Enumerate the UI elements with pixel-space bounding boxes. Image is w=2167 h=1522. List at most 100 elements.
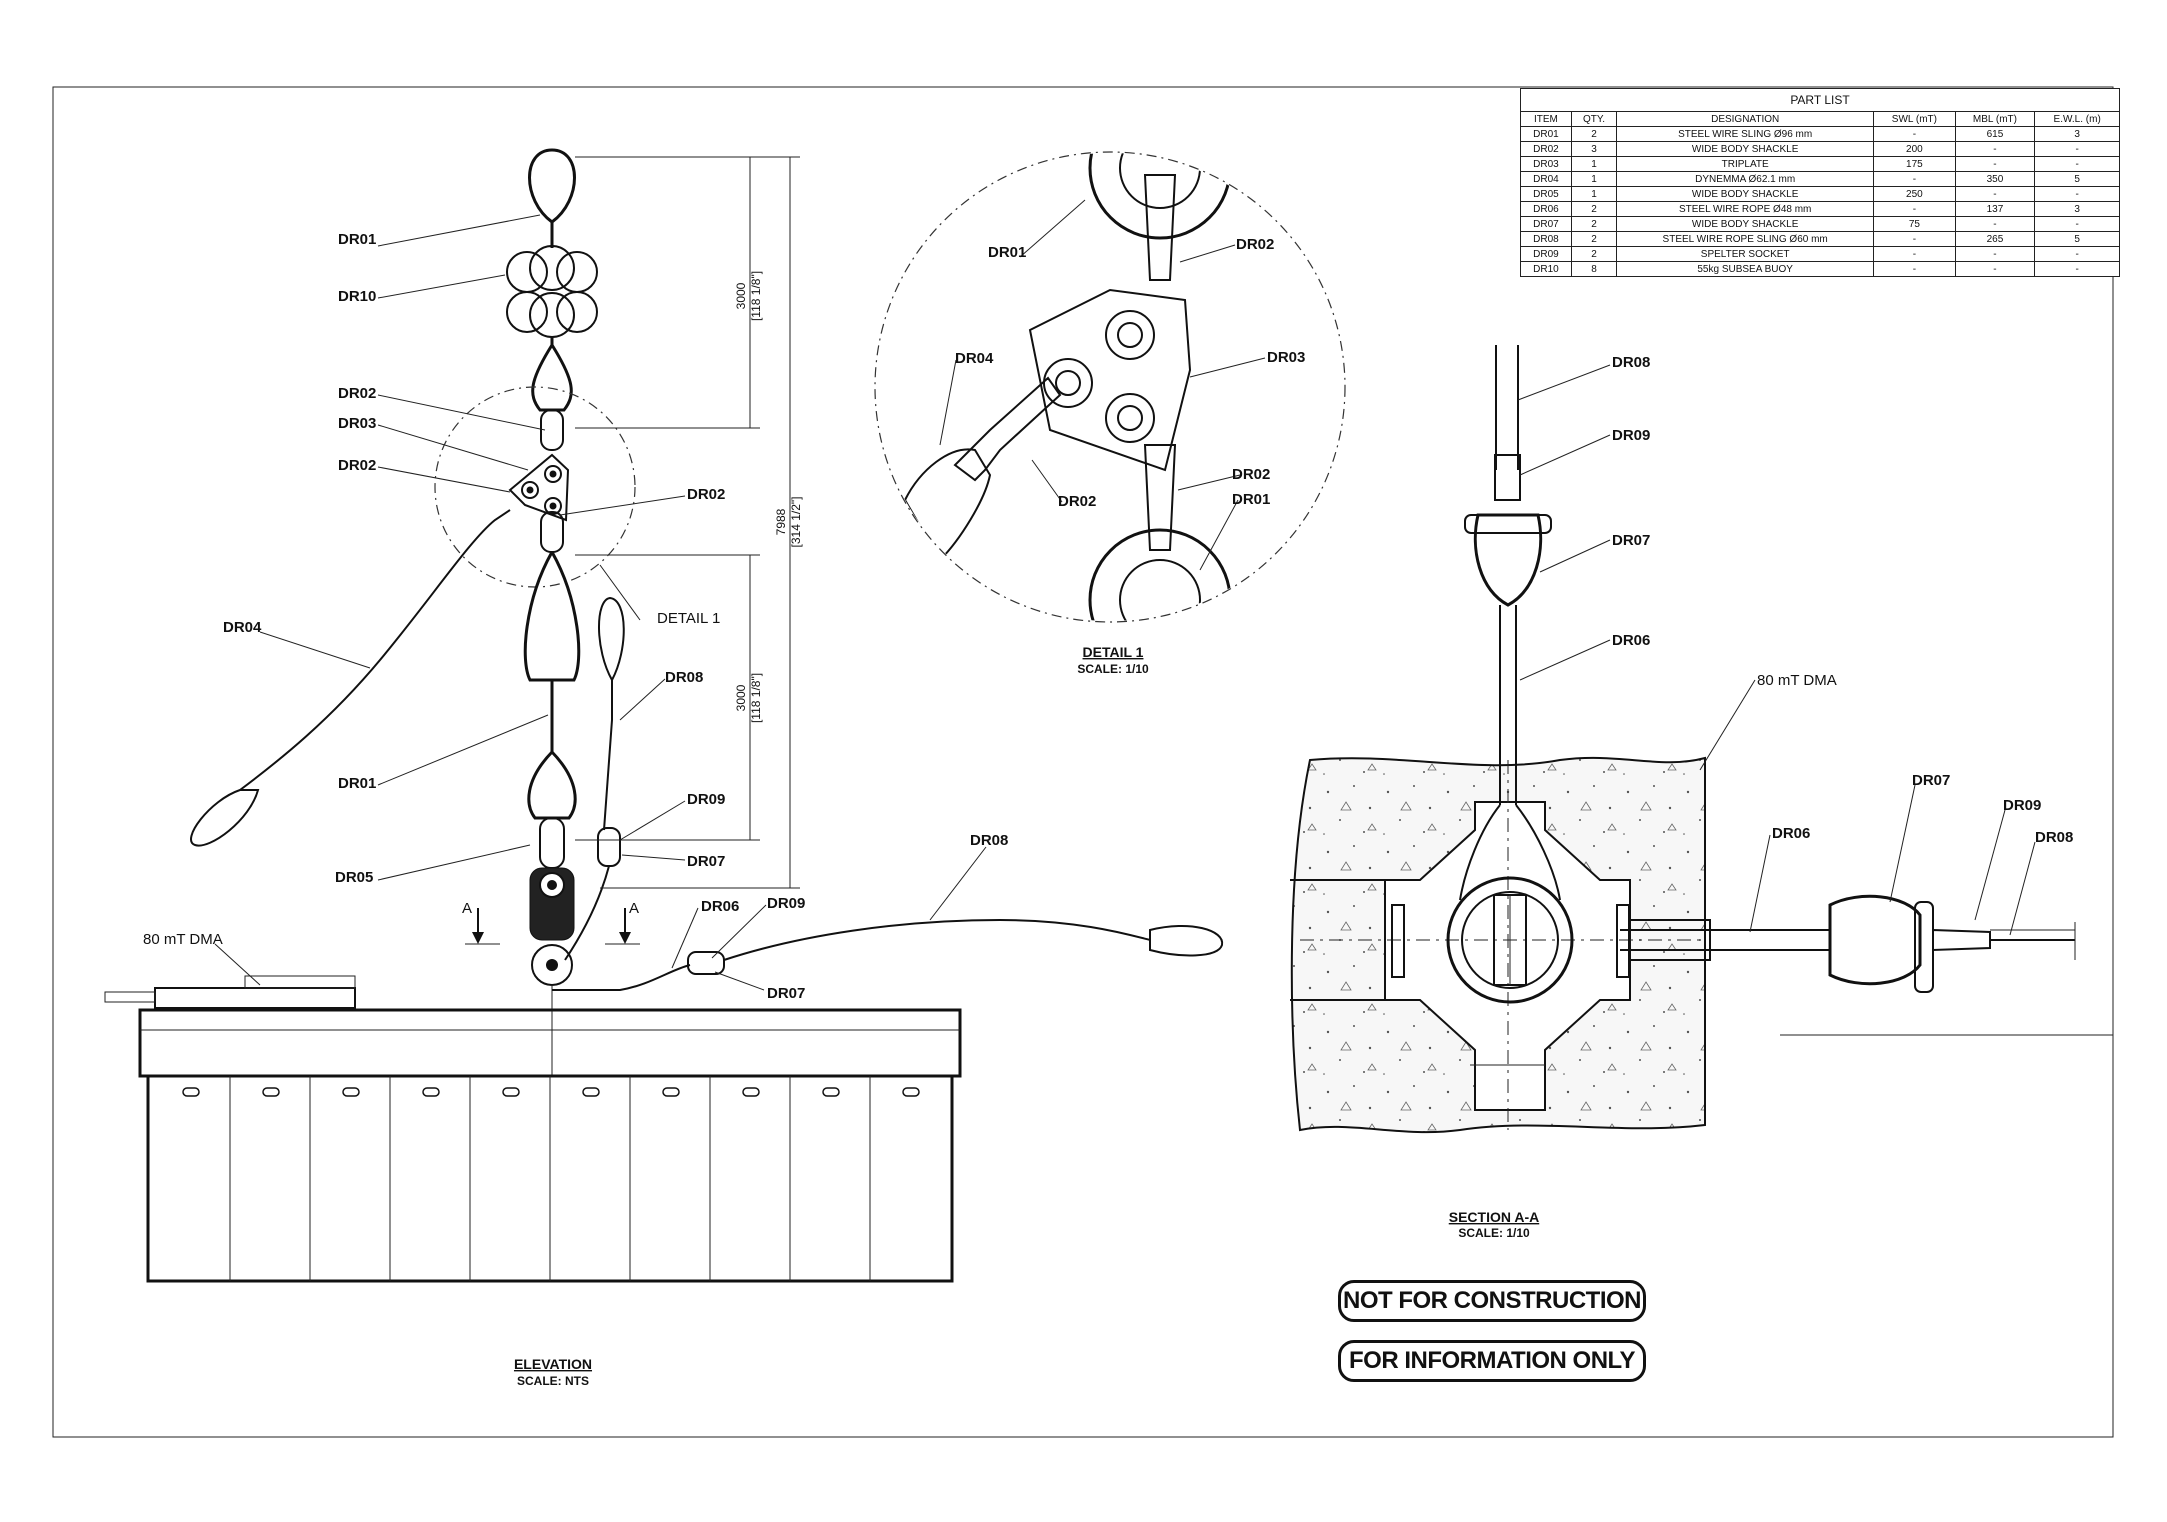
table-cell: - [2034, 141, 2120, 157]
elevation-scale: SCALE: NTS [517, 1374, 589, 1388]
section-spelter-socket [1494, 454, 1521, 501]
detail-label-dr01-b: DR01 [1232, 491, 1270, 508]
main-shackle [539, 817, 565, 869]
table-cell: DR01 [1520, 126, 1572, 142]
dyneema-line [239, 509, 511, 791]
detail-dyneema-eye [903, 448, 992, 562]
elevation-leaders [214, 214, 987, 991]
label-dr02-b: DR02 [338, 457, 376, 474]
label-dr02-a: DR02 [338, 385, 376, 402]
table-cell: 615 [1954, 126, 2036, 142]
section-label-dr06-b: DR06 [1772, 825, 1810, 842]
col-swl: SWL (mT) [1873, 111, 1956, 127]
table-cell: 3 [2034, 201, 2120, 217]
label-dr08-b: DR08 [970, 832, 1008, 849]
section-label-dr07-a: DR07 [1612, 532, 1650, 549]
table-cell: 1 [1570, 156, 1618, 172]
label-dr09-a: DR09 [687, 791, 725, 808]
detail-bottom-shackle [1143, 444, 1177, 551]
section-vertical-shackle [1473, 513, 1543, 607]
label-dr04: DR04 [223, 619, 262, 636]
section-marker-right: A [629, 900, 639, 917]
dr06-rope [552, 964, 691, 991]
dim-overall: 7988 [774, 508, 788, 535]
label-dr05: DR05 [335, 869, 373, 886]
detail-top-shackle [1143, 174, 1177, 281]
table-cell: DR05 [1520, 186, 1572, 202]
right-shackle [687, 951, 725, 975]
table-cell: - [1873, 231, 1956, 247]
mudmat-ribs [229, 1076, 871, 1281]
dimension-lines [575, 156, 800, 889]
detail-1-title: DETAIL 1 [1083, 644, 1144, 660]
subsea-buoy-cluster [506, 245, 598, 338]
table-cell: - [1873, 126, 1956, 142]
detail-1-labels: DR01 DR02 DR04 DR03 DR02 DR02 DR01 DETAI… [955, 236, 1305, 676]
section-aa-labels: DR08 DR09 DR07 DR06 80 mT DMA DR06 DR07 … [1449, 354, 2074, 1240]
table-cell: TRIPLATE [1616, 156, 1875, 172]
table-cell: - [2034, 246, 2120, 262]
table-cell: 75 [1873, 216, 1956, 232]
section-dma-note: 80 mT DMA [1757, 672, 1837, 689]
elevation-view [104, 148, 1224, 1283]
dyneema-eye [190, 789, 260, 847]
section-label-dr06-a: DR06 [1612, 632, 1650, 649]
table-cell: DR10 [1520, 261, 1572, 277]
table-cell: - [1873, 246, 1956, 262]
detail-label-dr04: DR04 [955, 350, 994, 367]
table-cell: 3 [2034, 126, 2120, 142]
table-cell: DR04 [1520, 171, 1572, 187]
section-marker-left: A [462, 900, 472, 917]
parts-list-header-row: ITEM QTY. DESIGNATION SWL (mT) MBL (mT) … [1520, 111, 2120, 127]
table-cell: DR02 [1520, 141, 1572, 157]
lower-sling-eye-top [523, 551, 581, 682]
dim-lower-imperial: [118 1/8"] [749, 673, 763, 723]
dma-anchor [154, 987, 356, 1009]
table-cell: 1 [1570, 171, 1618, 187]
table-cell: 5 [2034, 231, 2120, 247]
elevation-dma-note: 80 mT DMA [143, 931, 223, 948]
table-cell: - [2034, 156, 2120, 172]
label-dr01-bottom: DR01 [338, 775, 376, 792]
table-cell: - [1954, 246, 2036, 262]
table-cell: STEEL WIRE ROPE Ø48 mm [1616, 201, 1875, 217]
col-ewl: E.W.L. (m) [2034, 111, 2120, 127]
upper-shackle [540, 409, 564, 451]
elevation-labels: DR01 DR10 DR02 DR03 DR02 DR02 DR04 DR08 … [143, 231, 1008, 1388]
table-cell: 200 [1873, 141, 1956, 157]
detail-label-dr02-c: DR02 [1232, 466, 1270, 483]
detail-label-dr03: DR03 [1267, 349, 1305, 366]
table-cell: 175 [1873, 156, 1956, 172]
sheet-border [52, 86, 2114, 1438]
table-cell: STEEL WIRE ROPE SLING Ø60 mm [1616, 231, 1875, 247]
table-cell: DR03 [1520, 156, 1572, 172]
table-cell: SPELTER SOCKET [1616, 246, 1875, 262]
col-qty: QTY. [1570, 111, 1618, 127]
section-ring [1446, 876, 1574, 1004]
section-horizontal-shackle [1828, 894, 1922, 986]
table-cell: 350 [1954, 171, 2036, 187]
table-cell: WIDE BODY SHACKLE [1616, 186, 1875, 202]
section-label-dr09-b: DR09 [2003, 797, 2041, 814]
detail-1-circle [874, 151, 1346, 623]
detail-label-dr02-b: DR02 [1058, 493, 1096, 510]
table-cell: 2 [1570, 126, 1618, 142]
table-cell: 5 [2034, 171, 2120, 187]
table-cell: - [1954, 141, 2036, 157]
label-dr01-top: DR01 [338, 231, 376, 248]
elevation-dimension-texts: 3000 [118 1/8"] 3000 [118 1/8"] 7988 [31… [734, 271, 803, 723]
dim-overall-imperial: [314 1/2"] [789, 497, 803, 548]
detail-1-boundary [434, 386, 636, 588]
table-cell: DR09 [1520, 246, 1572, 262]
section-aa-view [1290, 345, 2113, 1134]
table-cell: - [1954, 216, 2036, 232]
table-cell: - [2034, 186, 2120, 202]
table-cell: - [1873, 171, 1956, 187]
table-cell: 2 [1570, 231, 1618, 247]
table-cell: DR06 [1520, 201, 1572, 217]
section-label-dr08-a: DR08 [1612, 354, 1650, 371]
